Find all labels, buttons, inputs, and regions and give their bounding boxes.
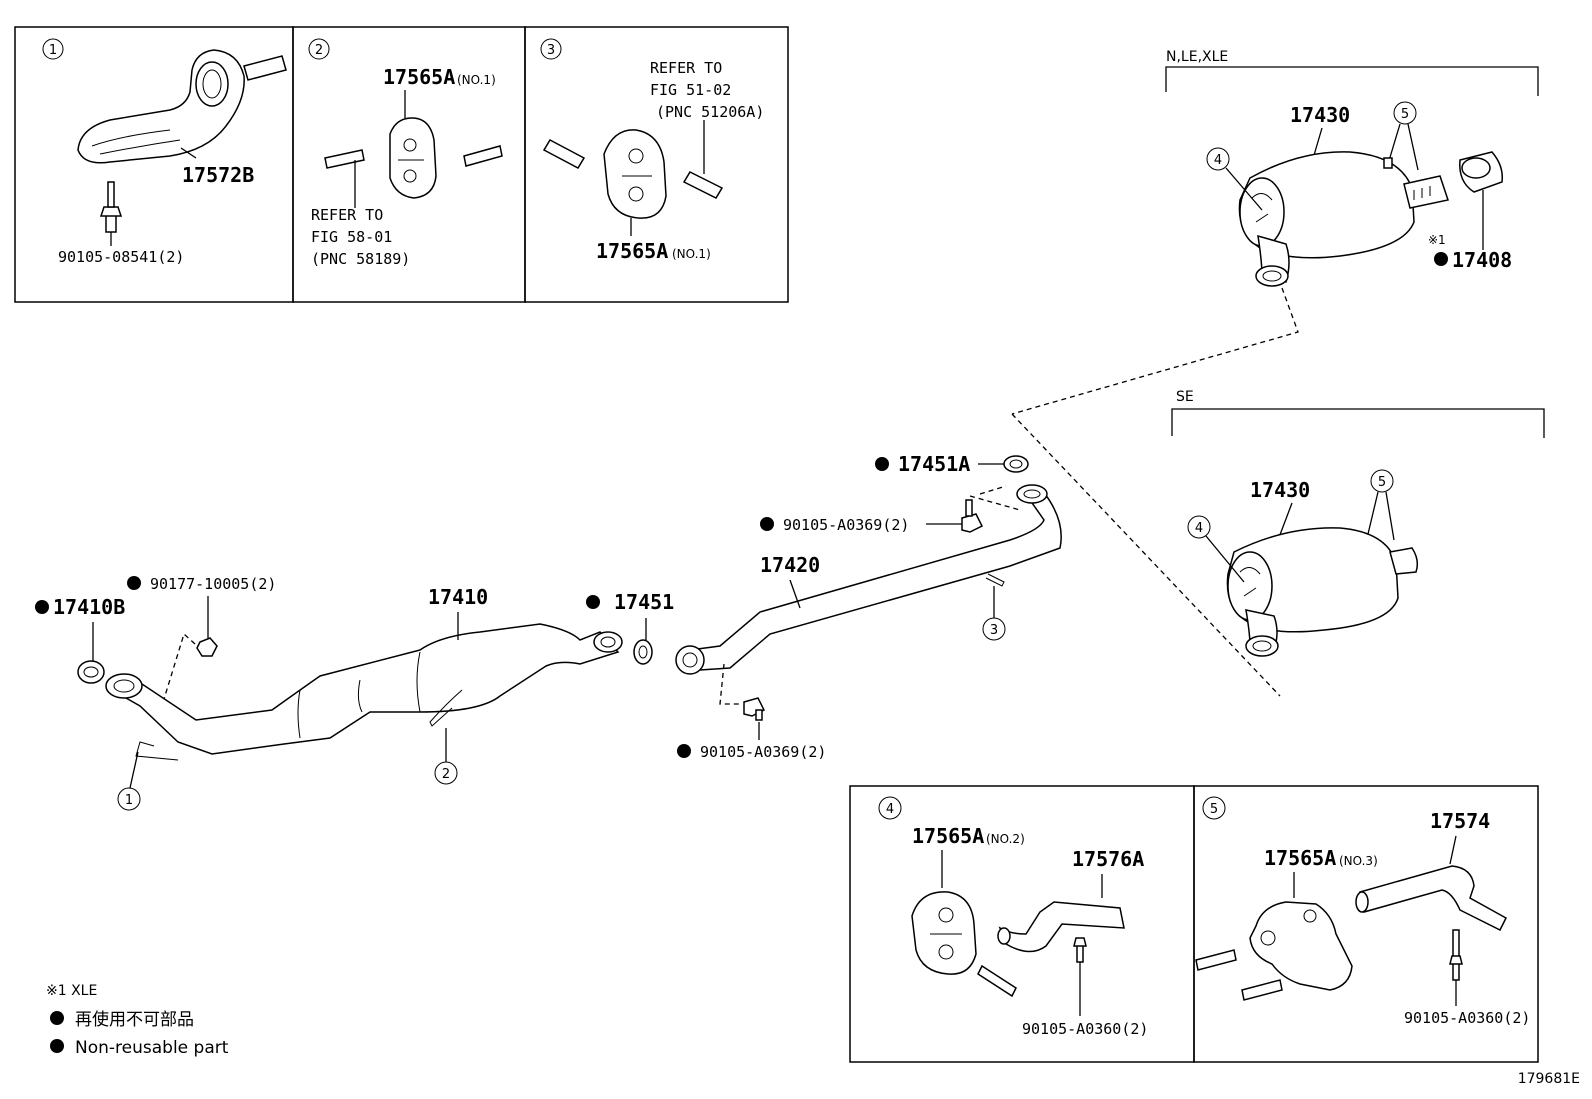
refer-fig58-line3: (PNC 58189) bbox=[311, 250, 410, 268]
callout-2-number-main: 2 bbox=[442, 767, 450, 782]
legend-xle-note: ※1 XLE bbox=[46, 983, 97, 999]
nut-90177-10005-label[interactable]: 90177-10005(2) bbox=[150, 575, 276, 593]
callout-1-number: 1 bbox=[49, 43, 57, 58]
front-pipe-converter-17410[interactable] bbox=[110, 623, 620, 755]
legend-dot-en bbox=[50, 1039, 64, 1053]
part-17430-label-a[interactable]: 17430 bbox=[1290, 103, 1350, 127]
callout-3-number-main: 3 bbox=[990, 623, 998, 638]
part-17565A-no1-label-3[interactable]: 17565A bbox=[596, 239, 668, 263]
refer-fig51-line3: (PNC 51206A) bbox=[656, 103, 764, 121]
part-17410-label[interactable]: 17410 bbox=[428, 585, 488, 609]
bolt-90105-A0369-upper[interactable] bbox=[961, 513, 984, 533]
part-17565A-no2-qualifier: (NO.2) bbox=[986, 832, 1025, 846]
hanger-rod-right bbox=[463, 145, 503, 167]
part-17451A-label[interactable]: 17451A bbox=[898, 452, 970, 476]
callout-4-number-b: 4 bbox=[1195, 521, 1203, 536]
part-17565A-no2-label[interactable]: 17565A bbox=[912, 824, 984, 848]
hanger-rod-box5-a bbox=[1195, 949, 1237, 971]
legend: ※1 XLE 再使用不可部品 Non-reusable part bbox=[46, 983, 229, 1058]
bolt-90105-A0360-box5[interactable] bbox=[1449, 929, 1463, 981]
gasket-17451[interactable] bbox=[633, 639, 653, 665]
non-reusable-dot-bolt-lower bbox=[677, 744, 691, 758]
bolt-90105-A0360-box4[interactable] bbox=[1073, 937, 1087, 963]
non-reusable-dot-17451 bbox=[586, 595, 600, 609]
part-17565A-no1-label[interactable]: 17565A bbox=[383, 65, 455, 89]
part-17451-label[interactable]: 17451 bbox=[614, 590, 674, 614]
bolt-90105-A0369-lower-label[interactable]: 90105-A0369(2) bbox=[700, 743, 826, 761]
callout-4-number-box: 4 bbox=[886, 802, 894, 817]
refer-fig58-line1: REFER TO bbox=[311, 206, 383, 224]
part-17572B-label[interactable]: 17572B bbox=[182, 163, 254, 187]
gasket-17410B[interactable] bbox=[77, 660, 105, 684]
note-x1-marker: ※1 bbox=[1428, 233, 1446, 247]
part-17408-label[interactable]: 17408 bbox=[1452, 248, 1512, 272]
inset-box-2: 2 17565A (NO.1) REFER TO FIG 58-01 (PNC … bbox=[292, 26, 526, 303]
hanger-rod-right-3 bbox=[682, 171, 724, 199]
main-exhaust-assembly: 17410B 90177-10005(2) 17410 1 2 17451 bbox=[35, 452, 1062, 811]
part-17565A-no3-label[interactable]: 17565A bbox=[1264, 846, 1336, 870]
rubber-hanger-17565A-no3[interactable] bbox=[1249, 901, 1353, 991]
legend-dot-jp bbox=[50, 1011, 64, 1025]
callout-5-number-b: 5 bbox=[1378, 475, 1386, 490]
callout-3-number: 3 bbox=[547, 43, 555, 58]
rubber-hanger-17565A[interactable] bbox=[389, 117, 437, 199]
rubber-hanger-17565A-no2[interactable] bbox=[911, 891, 977, 975]
non-reusable-dot-17451A bbox=[875, 457, 889, 471]
part-17420-label[interactable]: 17420 bbox=[760, 553, 820, 577]
non-reusable-dot-17408 bbox=[1434, 252, 1448, 266]
callout-5-number-a: 5 bbox=[1401, 107, 1409, 122]
non-reusable-dot-bolt-upper bbox=[760, 517, 774, 531]
hanger-rod bbox=[243, 55, 287, 81]
bolt-90105-08541[interactable] bbox=[99, 206, 123, 233]
hanger-rod-box5-b bbox=[1241, 979, 1283, 1001]
hanger-rod-left bbox=[324, 149, 365, 169]
legend-nonreusable-en: Non-reusable part bbox=[75, 1038, 229, 1058]
inset-box-5: 5 17565A (NO.3) 17574 90105-A0360(2) bbox=[1193, 785, 1539, 1063]
callout-1-number-main: 1 bbox=[125, 793, 133, 808]
non-reusable-dot-17410B bbox=[35, 600, 49, 614]
nut-90177-10005[interactable] bbox=[196, 637, 218, 657]
figure-code: 179681E bbox=[1518, 1071, 1580, 1087]
callout-5-number-box: 5 bbox=[1210, 802, 1218, 817]
part-17574-label[interactable]: 17574 bbox=[1430, 809, 1490, 833]
bracket-17574[interactable] bbox=[1359, 865, 1507, 932]
bolt-90105-08541-label[interactable]: 90105-08541(2) bbox=[58, 248, 184, 266]
part-17410B-label[interactable]: 17410B bbox=[53, 595, 125, 619]
bracket-17576A[interactable] bbox=[998, 901, 1125, 953]
bolt-90105-A0360-box5-label[interactable]: 90105-A0360(2) bbox=[1404, 1009, 1530, 1027]
variant-nlexle-caption: N,LE,XLE bbox=[1166, 49, 1228, 65]
part-17565A-no3-qualifier: (NO.3) bbox=[1339, 854, 1378, 868]
muffler-variant-se: SE 17430 4 5 bbox=[1171, 389, 1545, 657]
refer-fig51-line1: REFER TO bbox=[650, 59, 722, 77]
part-17565A-no1-qualifier-3: (NO.1) bbox=[672, 247, 711, 261]
hanger-rod-box4 bbox=[977, 964, 1017, 998]
callout-4-number-a: 4 bbox=[1214, 153, 1222, 168]
rubber-hanger-17565A-3[interactable] bbox=[603, 129, 667, 219]
part-17565A-no1-qualifier: (NO.1) bbox=[457, 73, 496, 87]
muffler-variant-nlexle: N,LE,XLE 17430 ※1 17408 4 5 bbox=[1165, 49, 1539, 287]
inset-box-3: 3 REFER TO FIG 51-02 (PNC 51206A) 17565A… bbox=[524, 26, 789, 303]
bolt-90105-A0369-upper-label[interactable]: 90105-A0369(2) bbox=[783, 516, 909, 534]
refer-fig51-line2: FIG 51-02 bbox=[650, 81, 731, 99]
part-17430-label-b[interactable]: 17430 bbox=[1250, 478, 1310, 502]
inset-box-1: 1 17572B 90105-08541(2) bbox=[14, 26, 294, 303]
hanger-rod-left-3 bbox=[542, 139, 586, 169]
refer-fig58-line2: FIG 58-01 bbox=[311, 228, 392, 246]
bolt-90105-A0360-box4-label[interactable]: 90105-A0360(2) bbox=[1022, 1020, 1148, 1038]
non-reusable-dot-90177 bbox=[127, 576, 141, 590]
gasket-17451A[interactable] bbox=[1003, 455, 1029, 473]
legend-nonreusable-jp: 再使用不可部品 bbox=[75, 1009, 194, 1030]
variant-se-caption: SE bbox=[1176, 389, 1194, 405]
part-17576A-label[interactable]: 17576A bbox=[1072, 847, 1144, 871]
callout-2-number: 2 bbox=[315, 43, 323, 58]
inset-box-4: 4 17565A (NO.2) 17576A 90105-A0360(2) bbox=[849, 785, 1195, 1063]
